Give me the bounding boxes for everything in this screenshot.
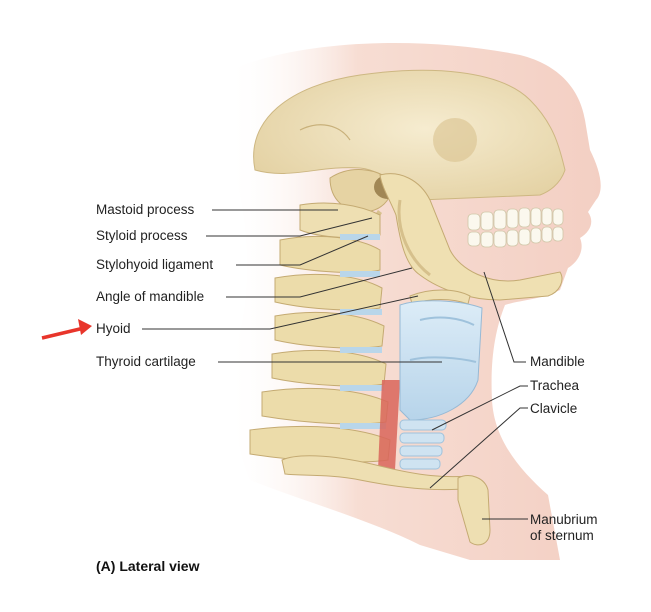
esophagus: [378, 380, 400, 470]
teeth: [467, 207, 564, 248]
mandible-bone: [379, 173, 563, 301]
leader-lines: [142, 209, 528, 520]
label-angle-of-mandible: Angle of mandible: [96, 289, 205, 304]
label-trachea: Trachea: [530, 378, 580, 393]
label-mastoid-process: Mastoid process: [96, 202, 195, 217]
skull: [253, 69, 566, 201]
larynx: [399, 300, 483, 421]
label-stylohyoid-ligament: Stylohyoid ligament: [96, 257, 214, 272]
label-of-sternum: of sternum: [530, 528, 594, 543]
label-clavicle: Clavicle: [530, 401, 578, 416]
label-thyroid-cartilage: Thyroid cartilage: [96, 354, 196, 369]
red-arrow-icon: [41, 319, 92, 340]
label-mandible: Mandible: [530, 354, 585, 369]
label-styloid-process: Styloid process: [96, 228, 188, 243]
manubrium-bone: [457, 475, 491, 546]
label-hyoid: Hyoid: [96, 321, 131, 336]
figure-caption: (A) Lateral view: [96, 558, 200, 574]
label-manubrium: Manubrium: [530, 512, 598, 527]
trachea-rings: [399, 419, 447, 470]
